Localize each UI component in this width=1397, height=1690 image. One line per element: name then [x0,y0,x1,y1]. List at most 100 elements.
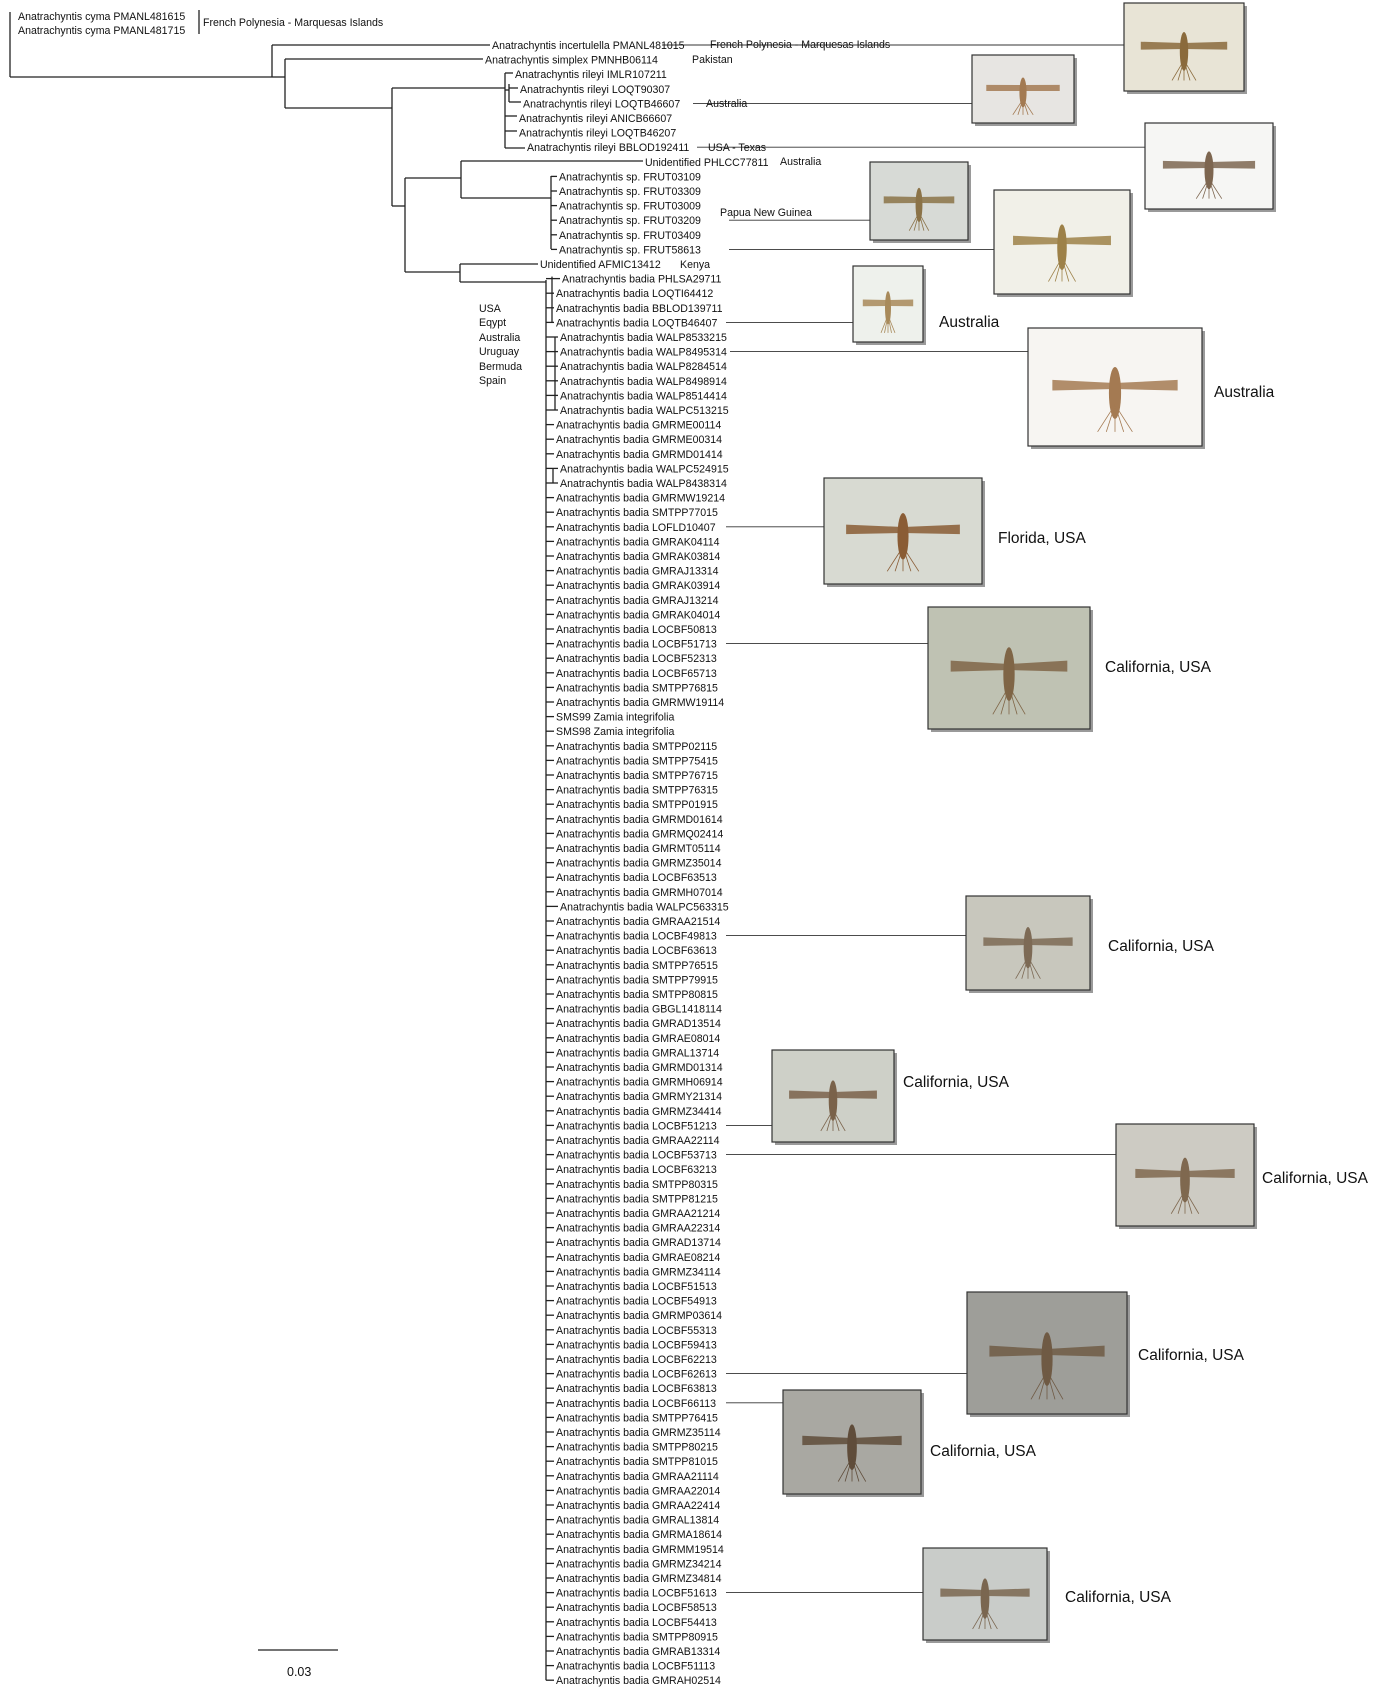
leaf-label: Anatrachyntis badia LOCBF63813 [556,1383,717,1395]
leaf-label: Anatrachyntis badia LOCBF63613 [556,945,717,957]
leaf-label: Anatrachyntis badia LOCBF51713 [556,639,717,651]
leaf-label: Anatrachyntis badia LOCBF58513 [556,1602,717,1614]
specimen-photo [772,1050,897,1145]
leaf-label: Anatrachyntis badia WALP8533215 [560,332,727,344]
specimen-photo [1028,328,1205,449]
leaf-label: Anatrachyntis badia GMRAB13314 [556,1646,720,1658]
leaf-label: Anatrachyntis badia GMRMH07014 [556,887,723,899]
leaf-label: Anatrachyntis badia GMRAE08214 [556,1252,720,1264]
leaf-label: Anatrachyntis badia GMRMT05114 [556,843,721,855]
leaf-label: Anatrachyntis badia SMTPP76315 [556,785,718,797]
location-simplex: Pakistan [692,54,733,66]
location-kenya: Kenya [680,259,710,271]
photo-caption-california-4: California, USA [1262,1170,1369,1187]
leaf-label: Anatrachyntis badia SMTPP81015 [556,1456,718,1468]
leaf-label: Anatrachyntis sp. FRUT03109 [559,171,701,183]
leaf-label: Anatrachyntis badia LOCBF50813 [556,624,717,636]
leaf-label: Anatrachyntis badia WALP8495314 [560,347,727,359]
leaf-label: Anatrachyntis badia SMTPP80315 [556,1179,718,1191]
location-papua-new-guinea: Papua New Guinea [720,207,812,219]
leaf-label: Anatrachyntis badia GMRAA22314 [556,1223,720,1235]
leaf-label: Anatrachyntis badia GMRMZ34114 [556,1266,721,1278]
leaf-label: Anatrachyntis badia GBGL1418114 [556,1004,722,1016]
leaf-label: Anatrachyntis badia WALP8498914 [560,376,727,388]
specimen-photo [967,1292,1130,1417]
leaf-label: Anatrachyntis badia SMTPP80915 [556,1631,718,1643]
leaf-label: Anatrachyntis badia SMTPP77015 [556,507,718,519]
leaf-label: Anatrachyntis badia GMRAK04014 [556,609,720,621]
leaf-label: Anatrachyntis badia GMRAK04114 [556,536,720,548]
leaf-label: Anatrachyntis badia SMTPP80815 [556,989,718,1001]
leaf-label: Anatrachyntis badia LOCBF65713 [556,668,717,680]
leaf-label: Anatrachyntis badia SMTPP79915 [556,974,718,986]
leaf-label: Anatrachyntis badia GMRAK03814 [556,551,720,563]
leaf-label: Anatrachyntis badia GMRAA21514 [556,916,720,928]
leaf-label: Anatrachyntis badia GMRME00314 [556,434,722,446]
leaf-label: Anatrachyntis badia BBLOD139711 [556,303,723,315]
leaf-label: Anatrachyntis badia LOFLD10407 [556,522,716,534]
leaf-label: Anatrachyntis badia GMRMP03614 [556,1310,722,1322]
leaf-label: Anatrachyntis badia SMTPP02115 [556,741,717,753]
leaf-label: Anatrachyntis incertulella PMANL481015 [492,40,685,52]
leaf-label: Anatrachyntis badia LOCBF54913 [556,1296,717,1308]
leaf-label: Anatrachyntis badia GMRAH02514 [556,1675,721,1687]
leaf-label: Anatrachyntis badia GMRMA18614 [556,1529,722,1541]
leaf-label: Anatrachyntis badia SMTPP75415 [556,755,718,767]
leaf-label: Anatrachyntis badia LOCBF62613 [556,1369,717,1381]
leaf-label: Anatrachyntis badia LOCBF66113 [556,1398,716,1410]
leaf-label: Anatrachyntis badia GMRMD01414 [556,449,723,461]
leaf-label: Unidentified AFMIC13412 [540,259,661,271]
leaf-label: Anatrachyntis badia LOCBF53713 [556,1150,717,1162]
leaf-label: Anatrachyntis badia GMRMH06914 [556,1077,723,1089]
leaf-label: Anatrachyntis badia GMRMD01614 [556,814,723,826]
location-unidentified-australia: Australia [780,156,821,168]
leaf-label: Anatrachyntis cyma PMANL481715 [18,25,185,37]
leaf-label: Anatrachyntis badia GMRMW19214 [556,493,725,505]
leaf-label: Anatrachyntis badia GMRMM19514 [556,1544,724,1556]
leaf-label: Anatrachyntis badia GMRAK03914 [556,580,720,592]
leaf-label: Anatrachyntis badia LOCBF51513 [556,1281,717,1293]
leaf-label: SMS98 Zamia integrifolia [556,726,674,738]
photo-caption-australia-2: Australia [1214,384,1275,401]
leaf-label: Anatrachyntis badia GMRME00114 [556,420,721,432]
leaf-label: Anatrachyntis badia SMTPP01915 [556,799,718,811]
leaf-label: Anatrachyntis badia GMRAD13514 [556,1018,721,1030]
leaf-label: Anatrachyntis cyma PMANL481615 [18,11,185,23]
leaf-label: Anatrachyntis badia GMRAJ13214 [556,595,719,607]
location-incertulella: French Polynesia - Marquesas Islands [710,39,890,51]
leaf-label: Anatrachyntis badia LOCBF51113 [556,1661,715,1673]
leaf-label: Anatrachyntis badia SMTPP81215 [556,1193,718,1205]
leaf-label: Anatrachyntis badia SMTPP76815 [556,682,718,694]
location-rileyi-australia: Australia [706,98,747,110]
specimen-photo [972,55,1077,126]
leaf-label: Anatrachyntis badia LOCBF63213 [556,1164,717,1176]
leaf-label: Anatrachyntis badia WALP8514414 [560,390,727,402]
leaf-label: Anatrachyntis badia GMRAA22414 [556,1500,720,1512]
leaf-label: Anatrachyntis badia GMRMZ35114 [556,1427,721,1439]
leaf-label: Anatrachyntis badia GMRMD01314 [556,1062,723,1074]
leaf-label: Anatrachyntis rileyi IMLR107211 [515,69,667,81]
leaf-label: Anatrachyntis rileyi LOQTB46607 [523,98,680,110]
leaf-label: Anatrachyntis badia LOCBF63513 [556,872,717,884]
leaf-label: Anatrachyntis badia GMRMZ34814 [556,1573,722,1585]
leaf-label: Anatrachyntis badia SMTPP76515 [556,960,718,972]
location-cyma: French Polynesia - Marquesas Islands [203,17,383,29]
leaf-labels: Anatrachyntis cyma PMANL481615Anatrachyn… [18,11,769,1687]
leaf-label: Anatrachyntis badia GMRAL13714 [556,1047,719,1059]
leaf-label: Anatrachyntis badia WALP8284514 [560,361,727,373]
photo-caption-california-6: California, USA [930,1443,1037,1460]
photo-caption-california-7: California, USA [1065,1589,1172,1606]
leaf-label: Anatrachyntis badia GMRAE08014 [556,1033,720,1045]
range-uruguay: Uruguay [479,346,520,358]
specimen-photo [994,190,1133,297]
location-rileyi-texas: USA - Texas [708,142,766,154]
photo-caption-california-5: California, USA [1138,1347,1245,1364]
leaf-label: Anatrachyntis badia GMRMZ35014 [556,858,722,870]
leaf-label: Anatrachyntis badia LOCBF62213 [556,1354,717,1366]
leaf-label: Anatrachyntis sp. FRUT03409 [559,230,701,242]
leaf-label: Anatrachyntis badia SMTPP80215 [556,1442,718,1454]
leaf-label: SMS99 Zamia integrifolia [556,712,674,724]
range-egypt: Eqypt [479,317,506,329]
photo-caption-california-2: California, USA [1108,938,1215,955]
leaf-label: Anatrachyntis badia GMRMZ34414 [556,1106,722,1118]
